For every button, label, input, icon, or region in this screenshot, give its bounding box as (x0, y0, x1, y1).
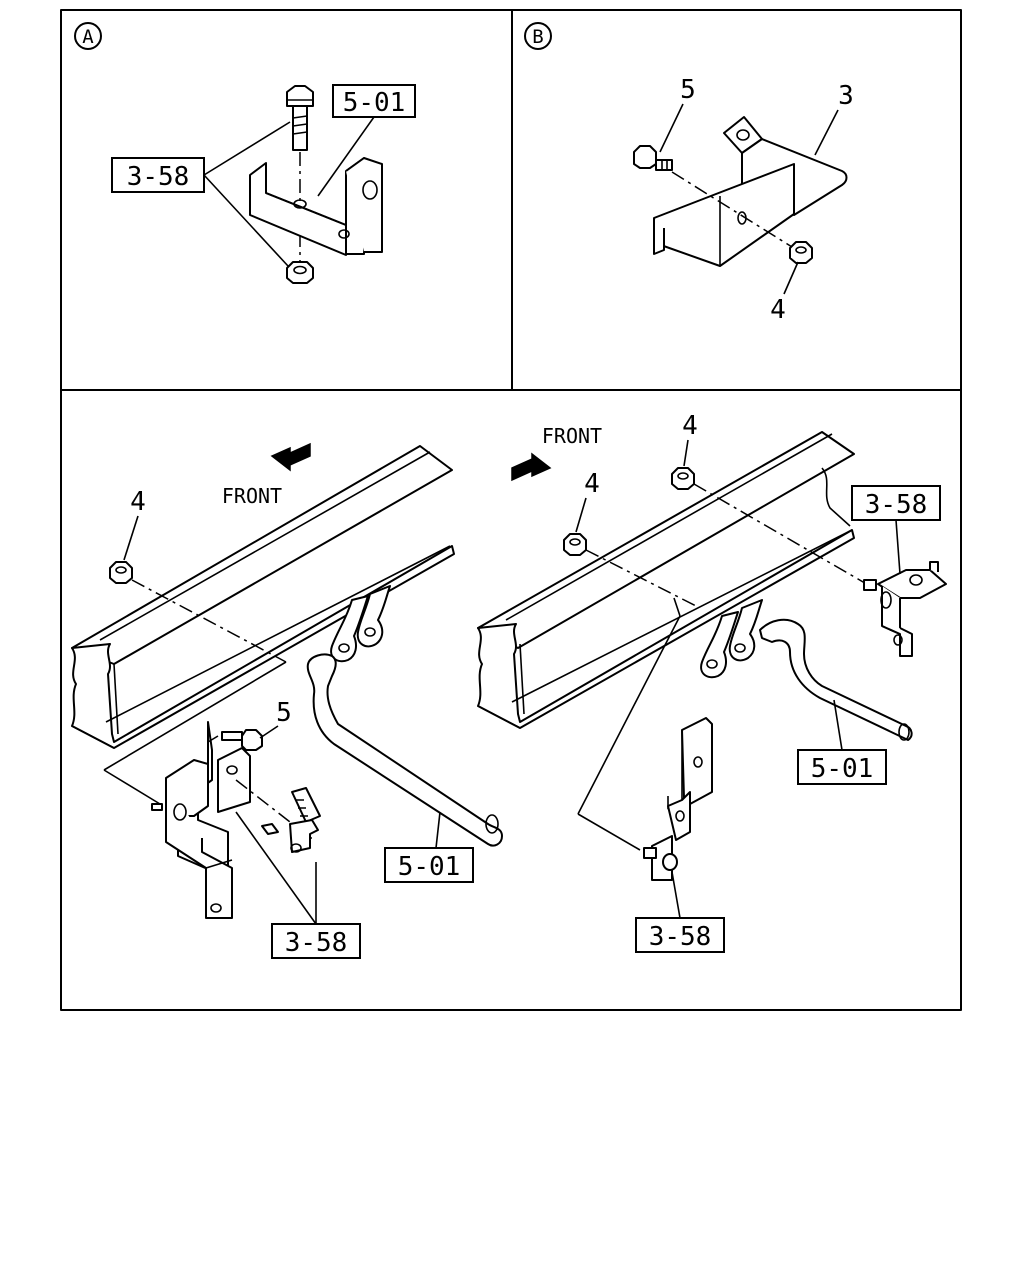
bracket-icon (653, 116, 848, 267)
leader-line (207, 735, 219, 743)
callout-3-58: 3-58 (285, 928, 348, 958)
nut-icon (671, 467, 695, 490)
panel-a-badge: A (82, 26, 94, 48)
leader-line (103, 769, 161, 805)
leader-line (203, 174, 289, 267)
callout-box-5-01 (797, 749, 887, 785)
leader-line (435, 811, 441, 849)
leader-line (575, 497, 587, 533)
leader-line (783, 261, 799, 295)
callout-box-3-58 (851, 485, 941, 521)
callout-4: 4 (682, 411, 698, 441)
lower-right-assembly: FRONT (477, 411, 947, 953)
lower-left-assembly: FRONT (71, 442, 503, 959)
panel-b: B 5 3 4 (524, 22, 854, 325)
center-line (131, 579, 287, 663)
bolt-icon (286, 85, 314, 151)
leader-line (659, 103, 684, 153)
leader-line (673, 597, 681, 617)
callout-box-3-58 (271, 923, 361, 959)
leader-line (814, 109, 839, 156)
bracket-icon (249, 157, 383, 256)
panel-a-badge-circle (74, 22, 102, 50)
bolt-icon (221, 729, 263, 751)
callout-5-01: 5-01 (811, 754, 874, 784)
center-line (585, 549, 697, 607)
callout-5-01: 5-01 (398, 852, 461, 882)
callout-5: 5 (276, 698, 292, 728)
nut-icon (563, 533, 587, 556)
frame-rail-icon (477, 431, 855, 729)
callout-3-58: 3-58 (127, 162, 190, 192)
leader-line (833, 699, 843, 751)
center-line (671, 171, 801, 253)
bracket-icon (643, 717, 713, 881)
nut-icon (109, 561, 133, 584)
front-arrow-icon (270, 442, 311, 472)
callout-box-5-01 (384, 847, 474, 883)
stabilizer-bar-icon (759, 618, 913, 741)
bracket-icon (863, 561, 947, 657)
leader-line (577, 813, 641, 851)
callout-box-5-01 (332, 84, 416, 118)
leader-line (203, 121, 291, 176)
nut-icon (286, 261, 314, 284)
leader-line (577, 615, 681, 815)
panel-b-badge-circle (524, 22, 552, 50)
shackle-icon (330, 585, 391, 663)
callout-3-58: 3-58 (865, 490, 928, 520)
leader-line (671, 871, 681, 919)
front-label: FRONT (222, 484, 282, 508)
front-label: FRONT (542, 424, 602, 448)
bracket-icon (151, 721, 251, 919)
leader-line (317, 116, 375, 197)
leader-line (895, 519, 901, 575)
leader-line (683, 439, 689, 467)
leader-line (103, 661, 287, 771)
stabilizer-bar-icon (306, 653, 503, 847)
center-line (235, 779, 291, 823)
center-line (693, 483, 871, 587)
nut-icon (789, 241, 813, 264)
callout-4: 4 (584, 469, 600, 499)
frame-rail-icon (71, 445, 455, 749)
shackle-icon (700, 599, 763, 679)
callout-3: 3 (838, 81, 854, 111)
callout-3-58: 3-58 (649, 922, 712, 952)
callout-4: 4 (770, 295, 786, 325)
callout-5: 5 (680, 75, 696, 105)
callout-4: 4 (130, 487, 146, 517)
bolt-icon (633, 145, 673, 171)
panel-a: A 5-01 3-58 (74, 22, 416, 284)
front-arrow-icon (511, 452, 552, 482)
leader-line (259, 725, 279, 739)
leader-line (123, 515, 139, 561)
callout-5-01: 5-01 (343, 88, 406, 118)
clip-icon (261, 787, 321, 853)
callout-box-3-58 (635, 917, 725, 953)
panel-b-badge: B (532, 26, 543, 48)
callout-box-3-58 (111, 157, 205, 193)
leader-line (235, 811, 317, 925)
